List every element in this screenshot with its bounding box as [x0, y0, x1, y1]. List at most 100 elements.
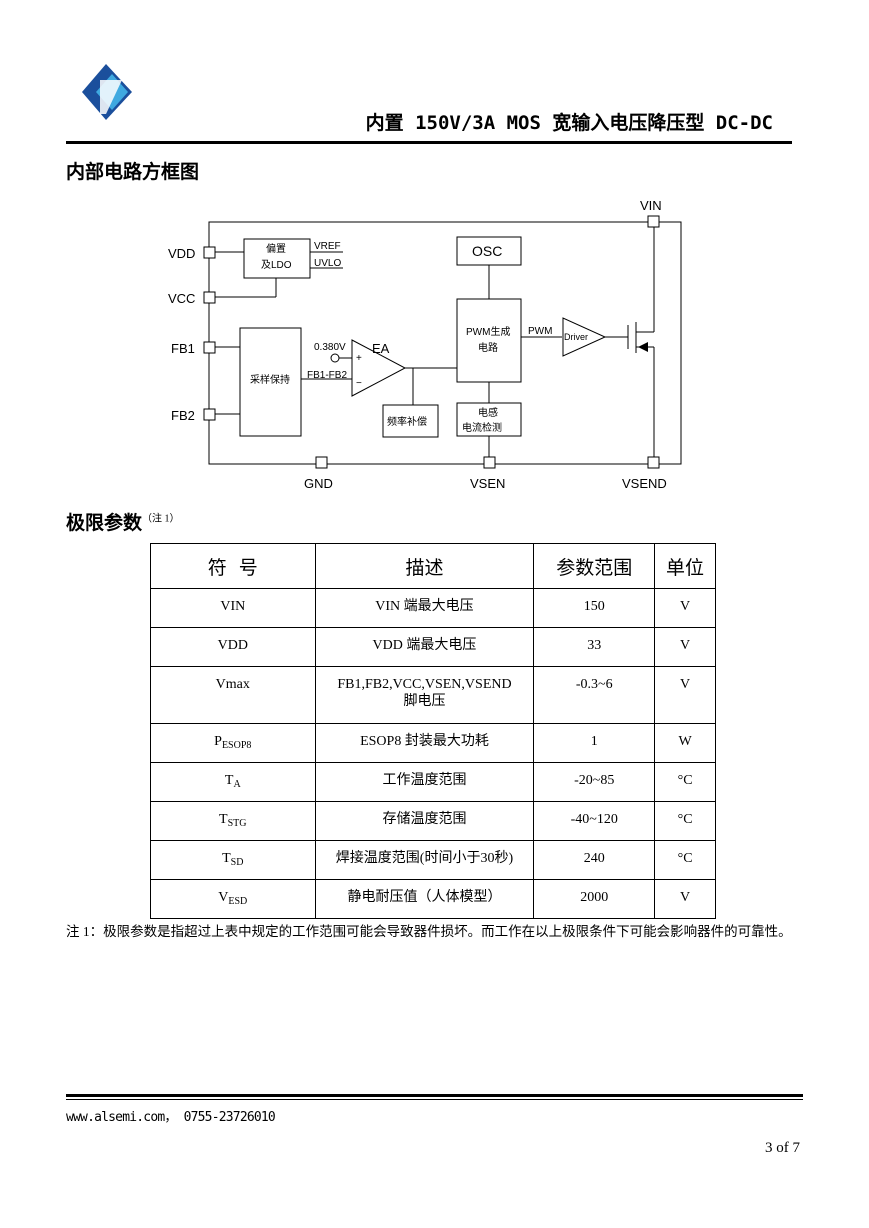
label-bias: 偏置: [266, 242, 286, 255]
sample-hold-block: [239, 327, 302, 437]
cell-desc: 静电耐压值（人体模型）: [314, 879, 535, 919]
cell-unit: V: [654, 627, 716, 667]
ea-amplifier: [351, 339, 407, 397]
pin-vsen: [483, 456, 496, 469]
label-ref-voltage: 0.380V: [314, 342, 346, 353]
cell-symbol: VDD: [150, 627, 316, 667]
cell-symbol: Vmax: [150, 666, 316, 724]
header-range: 参数范围: [533, 543, 656, 589]
cell-symbol: VESD: [150, 879, 316, 919]
label-inductor: 电感: [478, 406, 498, 419]
label-fb2: FB2: [171, 408, 195, 423]
cell-desc: ESOP8 封装最大功耗: [314, 723, 535, 763]
table-row: VIN VIN 端最大电压 150 V: [150, 588, 716, 628]
limits-title: 极限参数（注 1）: [66, 508, 180, 535]
pin-vsend: [647, 456, 660, 469]
header-symbol: 符 号: [150, 543, 316, 589]
label-vsen: VSEN: [470, 476, 505, 491]
cell-unit: W: [654, 723, 716, 763]
pin-vdd: [203, 246, 216, 259]
cell-symbol: PESOP8: [150, 723, 316, 763]
cell-unit: °C: [654, 840, 716, 880]
label-vdd: VDD: [168, 246, 195, 261]
label-vref: VREF: [314, 241, 341, 252]
label-pwm-gen: PWM生成: [466, 325, 510, 338]
label-minus: −: [356, 378, 362, 389]
label-uvlo: UVLO: [314, 258, 341, 269]
chip-outline: [208, 221, 682, 465]
cell-unit: V: [654, 879, 716, 919]
limits-table: 符 号 描述 参数范围 单位 VIN VIN 端最大电压 150 V VDD V…: [150, 543, 716, 919]
freq-comp-block: [382, 404, 439, 438]
label-current-sense: 电流检测: [462, 421, 502, 434]
cell-desc: 存储温度范围: [314, 801, 535, 841]
table-row: TSD 焊接温度范围(时间小于30秒) 240 °C: [150, 840, 716, 880]
table-row: VESD 静电耐压值（人体模型） 2000 V: [150, 879, 716, 919]
cell-unit: V: [654, 666, 716, 724]
cell-range: 1: [533, 723, 656, 763]
pin-fb1: [203, 341, 216, 354]
label-driver: Driver: [564, 332, 588, 342]
pin-vin: [647, 215, 660, 228]
label-gnd: GND: [304, 476, 333, 491]
pwm-block: [456, 298, 522, 383]
company-logo: [66, 52, 152, 136]
limits-title-text: 极限参数: [66, 512, 143, 534]
pin-gnd: [315, 456, 328, 469]
label-plus: +: [356, 353, 362, 364]
footer-contact: www.alsemi.com， 0755-23726010: [66, 1110, 276, 1125]
cell-range: 2000: [533, 879, 656, 919]
label-vin: VIN: [640, 198, 662, 213]
header-title: 内置 150V/3A MOS 宽输入电压降压型 DC-DC: [365, 112, 773, 134]
header-rule: [66, 141, 792, 144]
footer-rule: [66, 1094, 803, 1097]
label-fb-diff: FB1-FB2: [307, 370, 347, 381]
header-desc: 描述: [314, 543, 535, 589]
cell-range: -0.3~6: [533, 666, 656, 724]
cell-symbol: TSTG: [150, 801, 316, 841]
table-header-row: 符 号 描述 参数范围 单位: [150, 543, 716, 589]
cell-range: -20~85: [533, 762, 656, 802]
label-freq-comp: 频率补偿: [387, 415, 427, 428]
cell-symbol: VIN: [150, 588, 316, 628]
cell-desc: 工作温度范围: [314, 762, 535, 802]
page-number: 3 of 7: [765, 1140, 800, 1156]
table-row: VDD VDD 端最大电压 33 V: [150, 627, 716, 667]
limits-title-note: （注 1）: [142, 513, 180, 525]
label-pwm-signal: PWM: [528, 326, 552, 337]
label-pwm-circuit: 电路: [478, 341, 498, 354]
cell-desc: 焊接温度范围(时间小于30秒): [314, 840, 535, 880]
label-fb1: FB1: [171, 341, 195, 356]
cell-symbol: TSD: [150, 840, 316, 880]
cell-range: 33: [533, 627, 656, 667]
cell-unit: °C: [654, 762, 716, 802]
header-unit: 单位: [654, 543, 716, 589]
block-diagram-title: 内部电路方框图: [66, 161, 200, 183]
pin-fb2: [203, 408, 216, 421]
cell-unit: V: [654, 588, 716, 628]
block-diagram: VDD VCC FB1 FB2 GND VSEN VSEND VIN OSC E…: [160, 194, 700, 494]
label-vsend: VSEND: [622, 476, 667, 491]
cell-unit: °C: [654, 801, 716, 841]
label-ea: EA: [372, 341, 390, 356]
driver-block: [562, 317, 607, 357]
cell-desc: VIN 端最大电压: [314, 588, 535, 628]
table-row: TA 工作温度范围 -20~85 °C: [150, 762, 716, 802]
bias-ldo-block: [243, 238, 311, 279]
table-row: PESOP8 ESOP8 封装最大功耗 1 W: [150, 723, 716, 763]
label-ldo: 及LDO: [261, 259, 292, 271]
cell-range: 150: [533, 588, 656, 628]
table-row: TSTG 存储温度范围 -40~120 °C: [150, 801, 716, 841]
label-osc: OSC: [472, 243, 502, 259]
footnote: 注 1：极限参数是指超过上表中规定的工作范围可能会导致器件损坏。而工作在以上极限…: [66, 924, 792, 939]
cell-range: 240: [533, 840, 656, 880]
logo-letter: [100, 80, 122, 114]
pin-vcc: [203, 291, 216, 304]
cell-range: -40~120: [533, 801, 656, 841]
cell-desc: VDD 端最大电压: [314, 627, 535, 667]
label-sample-hold: 采样保持: [250, 373, 290, 386]
cell-symbol: TA: [150, 762, 316, 802]
footer-rule-thin: [66, 1099, 803, 1100]
